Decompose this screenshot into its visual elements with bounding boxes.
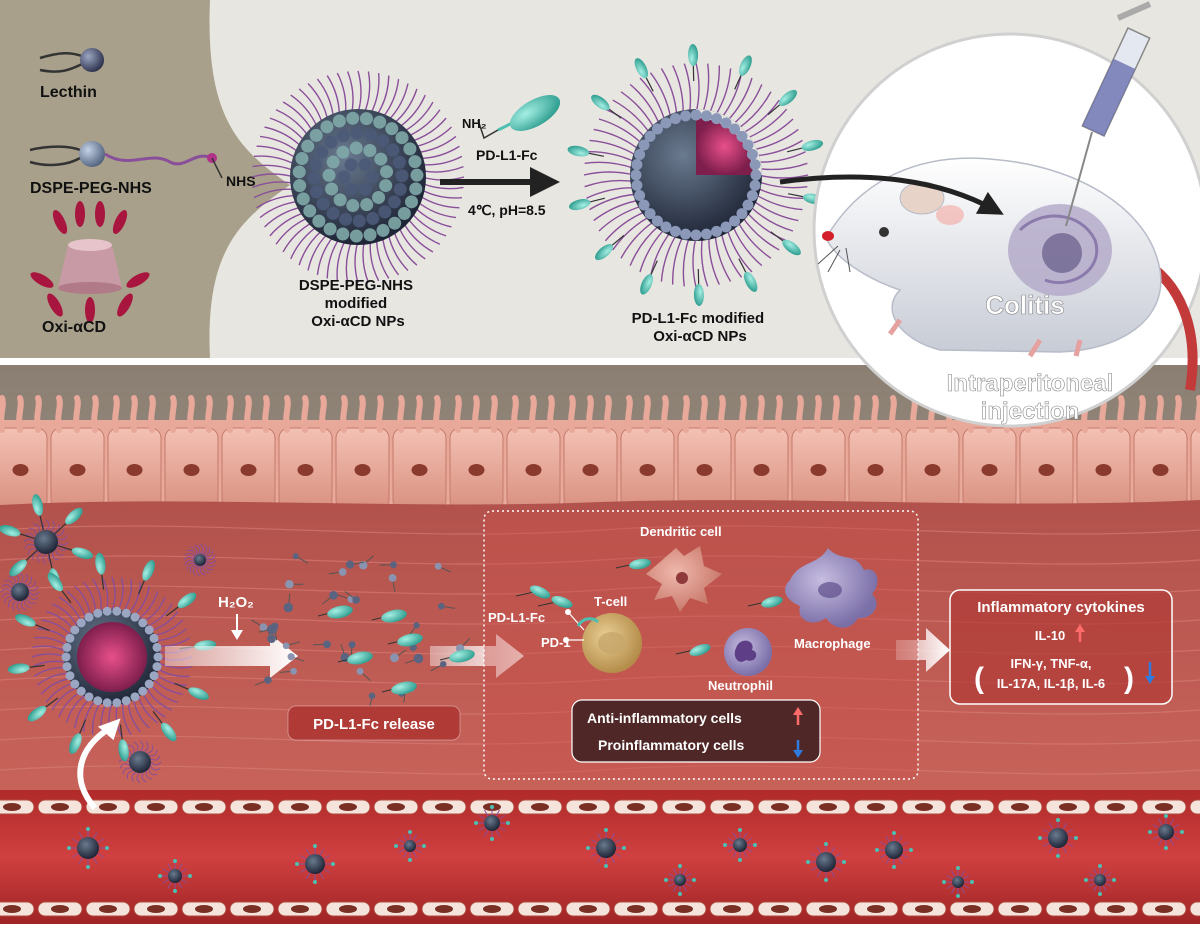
macrophage-label: Macrophage — [794, 636, 871, 651]
paren-right-icon: ) — [1124, 662, 1134, 695]
release-label: PD-L1-Fc release — [313, 716, 435, 733]
neutrophil-label: Neutrophil — [708, 678, 773, 693]
pdl1fc-label: PD-L1-Fc — [488, 610, 545, 625]
nhs-label: NHS — [226, 173, 256, 189]
dendritic-cell-label: Dendritic cell — [640, 524, 722, 539]
mouse-nose — [822, 231, 834, 241]
t-cell-label: T-cell — [594, 594, 627, 609]
dspe-peg-nhs-label: DSPE-PEG-NHS — [30, 180, 152, 197]
pdl1fc-reagent-label: PD-L1-Fc — [476, 147, 538, 163]
proinflammatory-label: Proinflammatory cells — [598, 737, 744, 753]
h2o2-label: H₂O₂ — [218, 594, 254, 611]
cytokine-up-list: IL-10 — [1035, 628, 1065, 643]
oxi-acd-label: Oxi-αCD — [42, 319, 106, 336]
np2-label-line-2: Oxi-αCD NPs — [653, 328, 746, 345]
anti-inflammatory-label: Anti-inflammatory cells — [587, 710, 742, 726]
np1-label-line-1: DSPE-PEG-NHS — [299, 277, 413, 294]
paren-left-icon: ( — [974, 662, 984, 695]
nh2-label: NH₂ — [462, 116, 487, 131]
np2-label-line-1: PD-L1-Fc modified — [632, 310, 765, 327]
colitis-label: Colitis — [985, 290, 1064, 320]
cytokine-down-list-row-2: IL-17A, IL-1β, IL-6 — [997, 676, 1105, 691]
np1-label-line-3: Oxi-αCD NPs — [311, 313, 404, 330]
reaction-conditions: 4℃, pH=8.5 — [468, 202, 546, 218]
mouse-eye — [879, 227, 889, 237]
lecithin-label: Lecthin — [40, 84, 97, 101]
cytokine-down-list-row-1: IFN-γ, TNF-α, — [1011, 656, 1092, 671]
np1-label-line-2: modified — [325, 295, 388, 312]
route-label-line-1: Intraperitoneal — [947, 370, 1114, 397]
cytokine-title: Inflammatory cytokines — [977, 599, 1145, 616]
route-label-line-2: injection — [981, 398, 1080, 425]
